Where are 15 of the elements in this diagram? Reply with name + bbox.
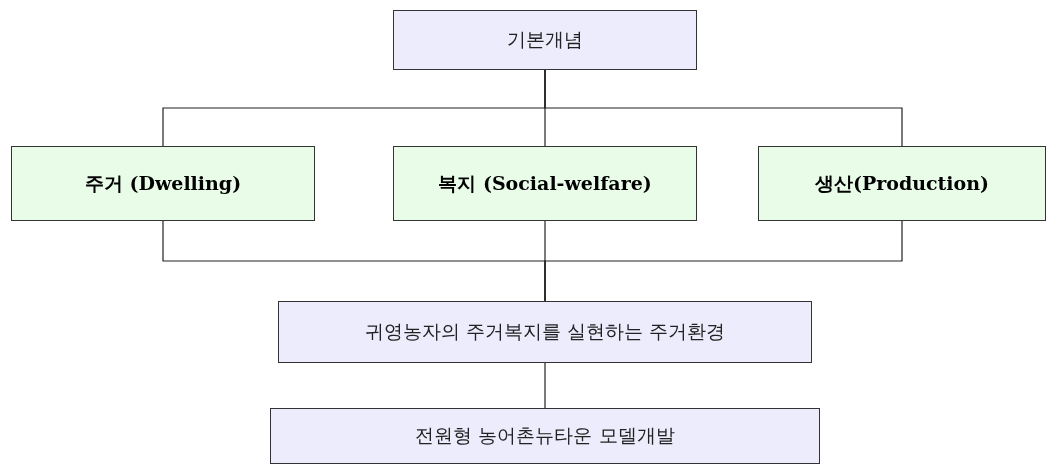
concept-box xyxy=(270,408,820,464)
box-label: 주거 (Dwelling) xyxy=(84,170,242,196)
box-label: 전원형 농어촌뉴타운 모델개발 xyxy=(415,423,675,448)
connector-line xyxy=(544,69,903,147)
category-box xyxy=(393,146,697,221)
category-box xyxy=(758,146,1046,221)
concept-box xyxy=(278,301,812,363)
connector-line xyxy=(544,220,903,302)
category-box xyxy=(11,146,315,221)
concept-box xyxy=(393,10,697,70)
box-label: 기본개념 xyxy=(507,27,583,52)
box-label: 복지 (Social-welfare) xyxy=(438,170,652,196)
connector-line xyxy=(544,362,546,409)
box-label: 생산(Production) xyxy=(814,170,990,196)
box-label: 귀영농자의 주거복지를 실현하는 주거환경 xyxy=(364,319,726,344)
